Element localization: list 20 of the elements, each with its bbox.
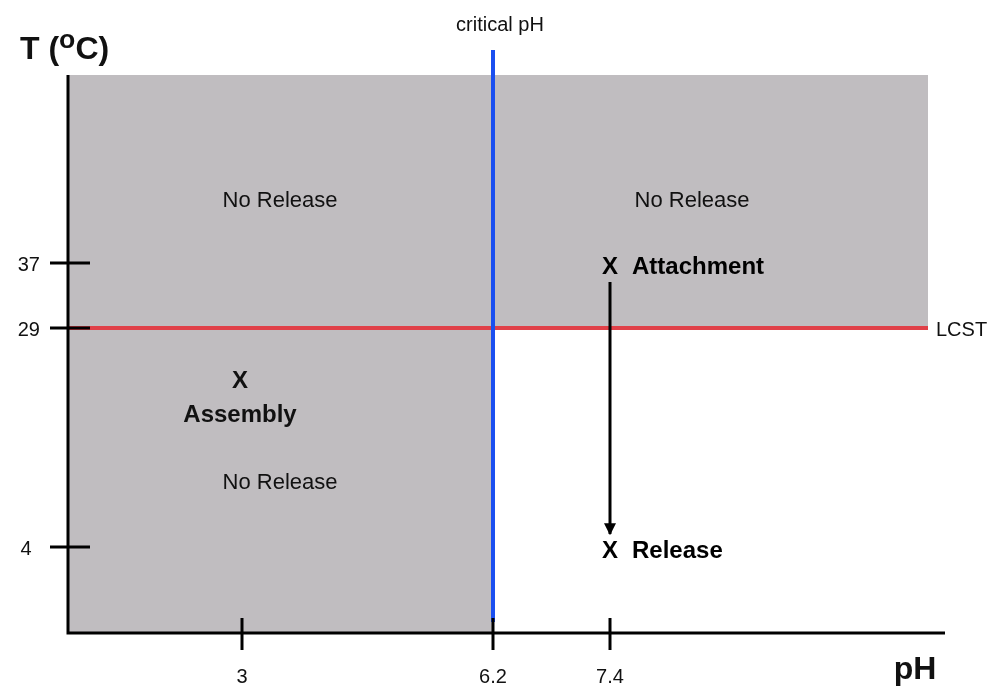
tick-label: 4: [20, 538, 32, 558]
region-label: No Release: [222, 471, 338, 493]
tick-label: 7.4: [596, 666, 624, 686]
region-label: No Release: [634, 189, 750, 211]
point-label: Assembly: [183, 402, 297, 426]
point-marker: X: [602, 538, 618, 562]
point-marker: X: [602, 254, 618, 278]
axis-title: pH: [893, 652, 937, 684]
tick-label: 3: [236, 666, 248, 686]
arrow: [604, 282, 616, 536]
tick-label: 6.2: [479, 666, 507, 686]
axis-title: T ($^{o}$C): [20, 25, 110, 65]
point-label: Attachment: [632, 254, 765, 278]
tick-label: 37: [17, 254, 40, 274]
tick-label: 29: [17, 319, 40, 339]
point-label: Release: [632, 538, 723, 562]
line-label: LCST: [936, 319, 988, 339]
point-marker: X: [232, 368, 248, 392]
region-label: No Release: [222, 189, 338, 211]
line-label: critical pH: [456, 14, 544, 34]
